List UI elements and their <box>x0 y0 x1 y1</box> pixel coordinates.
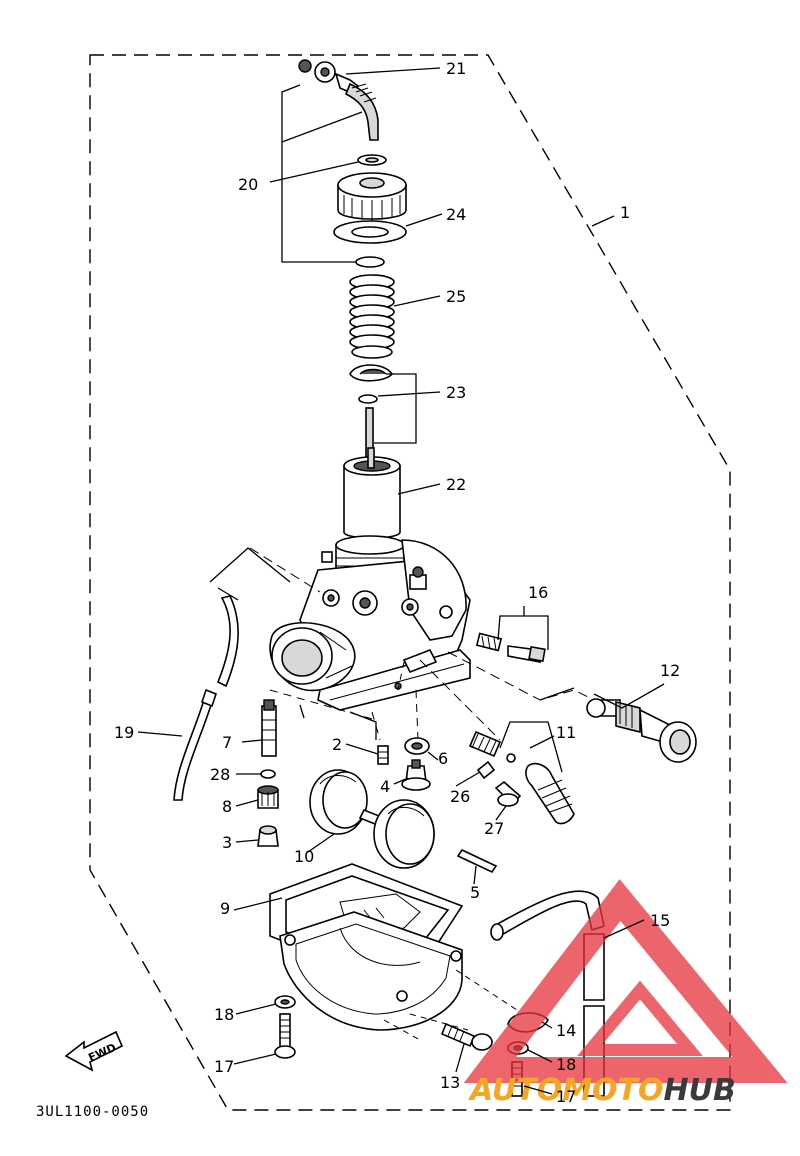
jet-needle-set <box>349 364 393 469</box>
float-assembly <box>309 769 435 869</box>
starter-plunger <box>586 698 697 763</box>
callout-11: 11 <box>556 723 576 742</box>
screw-27 <box>494 780 522 807</box>
callout-22: 22 <box>446 475 466 494</box>
callout-23: 23 <box>446 383 466 402</box>
callout-17a: 17 <box>214 1057 234 1076</box>
o-ring-28 <box>260 769 276 779</box>
callout-8: 8 <box>222 797 232 816</box>
float-bowl <box>279 911 521 1041</box>
callout-21: 21 <box>446 59 466 78</box>
callout-4: 4 <box>380 777 390 796</box>
throttle-valve-spring <box>349 274 395 359</box>
callout-24: 24 <box>446 205 466 224</box>
callout-10: 10 <box>294 847 314 866</box>
vent-hose <box>173 595 239 801</box>
needle-jet-7 <box>261 699 277 757</box>
callout-6: 6 <box>438 749 448 768</box>
callout-27: 27 <box>484 819 504 838</box>
callout-3: 3 <box>222 833 232 852</box>
forward-direction-badge: FWD <box>64 1030 124 1072</box>
carburetor-body <box>269 535 471 711</box>
callout-18a: 18 <box>214 1005 234 1024</box>
throttle-stop-screw <box>468 730 575 825</box>
callout-19: 19 <box>114 723 134 742</box>
callout-26: 26 <box>450 787 470 806</box>
callout-18b: 18 <box>556 1055 576 1074</box>
pilot-jet-2 <box>377 745 389 765</box>
assembly-boundary <box>89 54 731 1111</box>
screw-17a <box>274 1013 296 1059</box>
callout-2: 2 <box>332 735 342 754</box>
callout-20: 20 <box>238 175 258 194</box>
main-jet-8 <box>257 785 279 809</box>
callout-13: 13 <box>440 1073 460 1092</box>
callout-25: 25 <box>446 287 466 306</box>
callout-15: 15 <box>650 911 670 930</box>
throttle-cable-fitting <box>298 59 379 141</box>
watermark-text: AUTOMOTOHUB <box>468 1073 736 1108</box>
mixing-chamber-cap <box>337 172 407 221</box>
cap-3 <box>257 825 279 847</box>
watermark-brand-1: AUTOMOTO <box>468 1073 664 1108</box>
starter-jet-4 <box>401 759 431 791</box>
callout-1: 1 <box>620 203 630 222</box>
watermark-brand-2: HUB <box>664 1073 736 1108</box>
callout-5: 5 <box>470 883 480 902</box>
callout-12: 12 <box>660 661 680 680</box>
callout-9: 9 <box>220 899 230 918</box>
jet-26 <box>476 760 496 780</box>
watermark-logo <box>463 879 788 1083</box>
drawing-code: 3UL1100-0050 <box>36 1104 149 1120</box>
throttle-slide <box>343 447 401 539</box>
callout-14: 14 <box>556 1021 576 1040</box>
drain-screw-13 <box>440 1022 493 1051</box>
pilot-screw-set <box>475 632 546 663</box>
callout-16: 16 <box>528 583 548 602</box>
float-pin-5 <box>456 848 498 874</box>
callout-17b: 17 <box>556 1087 576 1106</box>
callout-7: 7 <box>222 733 232 752</box>
callout-28: 28 <box>210 765 230 784</box>
